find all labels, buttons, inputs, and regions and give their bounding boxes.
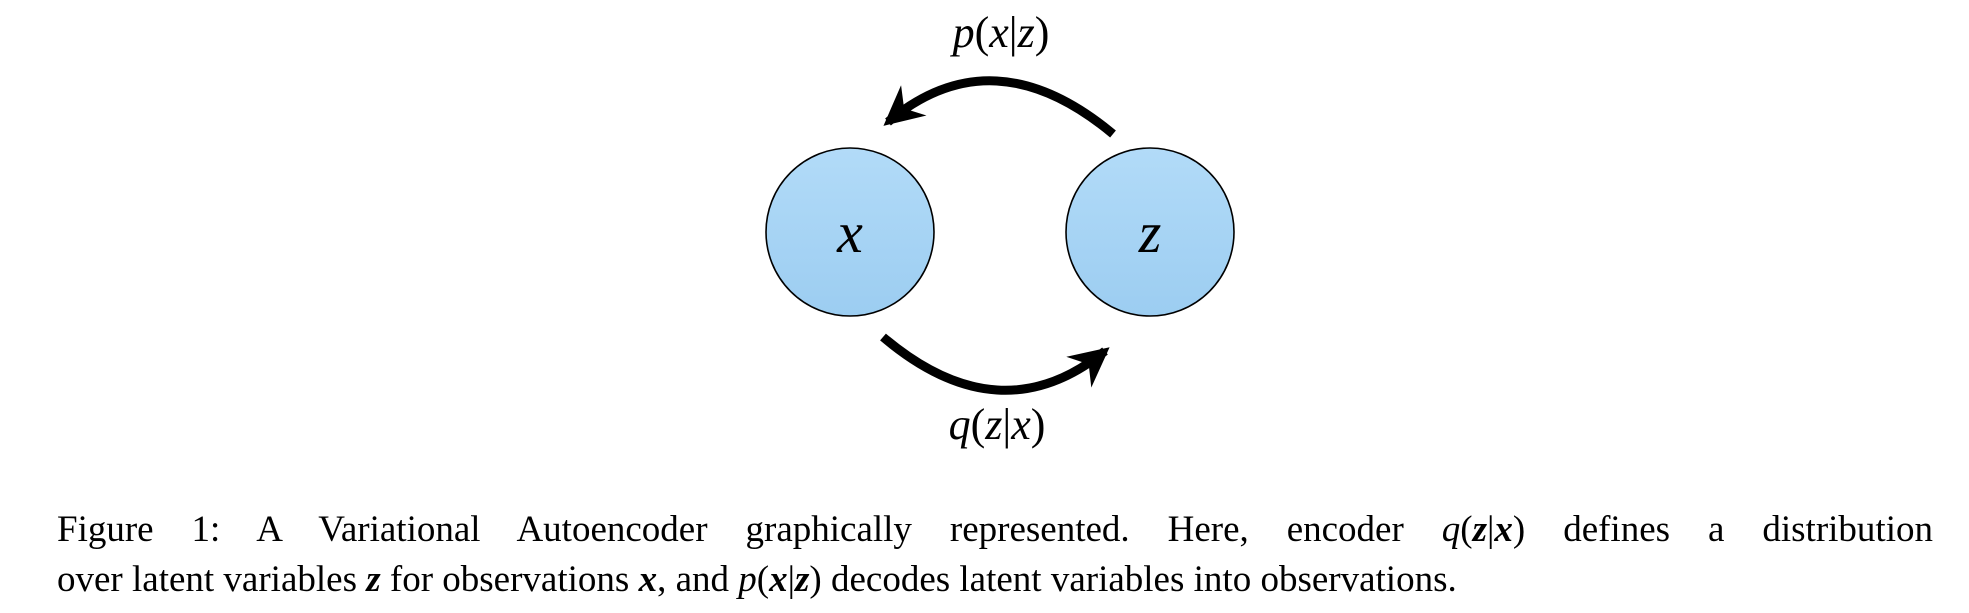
- caption-math-paren: (: [1460, 509, 1473, 550]
- caption-text: , and: [657, 559, 739, 600]
- node-x-label: x: [837, 200, 863, 265]
- decoder-label-open: (: [974, 8, 990, 57]
- caption-math-z-bold: z: [366, 559, 381, 600]
- caption-math-x-bold: x: [638, 559, 658, 600]
- encoder-arrow: [880, 333, 1110, 395]
- decoder-label-a: x: [989, 8, 1009, 57]
- caption-text: for observations: [380, 559, 639, 600]
- caption-math-paren: ): [1512, 509, 1526, 550]
- decoder-label-close: ): [1034, 8, 1050, 57]
- encoder-label-fn: q: [948, 400, 971, 449]
- caption-math-q: q: [1441, 509, 1461, 550]
- decoder-label-bar: |: [1008, 8, 1018, 57]
- caption-text: decodes latent variables into observatio…: [821, 559, 1457, 600]
- caption-line-1: Figure 1: A Variational Autoencoder grap…: [57, 505, 1933, 555]
- caption-text: Figure 1: A Variational Autoencoder grap…: [57, 509, 1442, 550]
- decoder-label: p(x|z): [899, 7, 1103, 59]
- caption-text: defines a distribution: [1525, 509, 1933, 550]
- encoder-label-bar: |: [1002, 400, 1012, 449]
- decoder-arrow: [883, 76, 1116, 138]
- caption-math-z-bold: z: [1472, 509, 1487, 550]
- encoder-label-b: x: [1011, 400, 1031, 449]
- node-x-circle: [765, 147, 935, 317]
- caption-math-p: p: [738, 559, 757, 600]
- caption-math-bar: |: [1486, 509, 1495, 550]
- node-z-label: z: [1138, 200, 1162, 265]
- encoder-label-close: ): [1030, 400, 1046, 449]
- vae-diagram: [765, 76, 1235, 395]
- caption-text: over latent variables: [57, 559, 367, 600]
- caption-math-paren: (: [756, 559, 770, 600]
- caption-math-bar: |: [787, 559, 795, 600]
- caption-line-2: over latent variables z for observations…: [57, 555, 1933, 605]
- decoder-label-b: z: [1017, 8, 1035, 57]
- figure-caption: Figure 1: A Variational Autoencoder grap…: [57, 505, 1933, 605]
- encoder-label-open: (: [970, 400, 986, 449]
- caption-math-z-bold: z: [795, 559, 810, 600]
- caption-math-x-bold: x: [769, 559, 788, 600]
- encoder-label-a: z: [985, 400, 1003, 449]
- caption-math-x-bold: x: [1494, 509, 1513, 550]
- encoder-label: q(z|x): [895, 399, 1099, 451]
- node-z-circle: [1065, 147, 1235, 317]
- decoder-label-fn: p: [952, 8, 975, 57]
- caption-math-paren: ): [809, 559, 822, 600]
